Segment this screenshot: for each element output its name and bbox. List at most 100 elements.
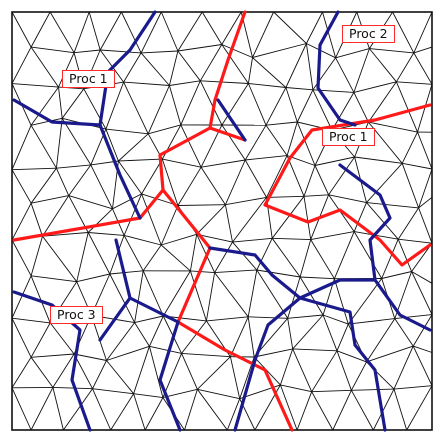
mesh-edge [11,387,32,431]
mesh-edge [413,11,433,54]
mesh-edge [90,164,113,209]
mesh-edge [335,48,370,59]
blue-boundary-k [298,278,377,300]
mesh-edge [225,196,267,206]
mesh-edge [180,80,201,126]
mesh-edge [160,11,179,52]
mesh-edge [181,320,207,354]
mesh-edge [55,168,70,196]
mesh-edge [181,352,231,358]
mesh-edge [303,196,312,240]
mesh-edge [200,80,249,84]
mesh-edge [369,48,414,54]
mesh-edge [328,156,355,196]
mesh-edge [31,117,63,126]
mesh-edge [109,235,125,275]
mesh-edge [285,43,307,88]
mesh-edge [30,357,54,388]
mesh-edge [413,46,433,54]
mesh-edge [412,345,433,386]
mesh-edge [351,388,395,391]
mesh-edge [162,388,198,399]
mesh-edge [310,231,355,241]
mesh-edge [418,207,433,244]
mesh-edge [271,196,305,239]
mesh-edge [199,44,223,82]
mesh-edge [229,316,249,357]
mesh-edge [221,11,242,45]
mesh-edge [61,118,92,166]
mesh-edge [105,128,119,162]
mesh-edge [296,121,316,166]
mesh-edge [303,194,329,197]
mesh-edge [252,43,307,58]
blue-boundary-l [98,296,132,342]
mesh-edge [335,57,355,93]
mesh-edge [169,80,201,86]
mesh-edge [351,361,367,391]
mesh-edge [396,52,415,83]
mesh-edge [199,80,223,126]
mesh-edge [336,350,352,391]
proc-1-label-right: Proc 1 [322,128,375,146]
mesh-edge [244,159,267,198]
mesh-edge [303,165,316,197]
mesh-edge [395,81,418,133]
mesh-edge [92,388,112,431]
mesh-edge [141,50,178,54]
mesh-edge [221,83,249,126]
mesh-edge [112,193,142,210]
mesh-edge [314,156,355,166]
mesh-edge [31,353,75,358]
mesh-edge [68,164,92,196]
mesh-edge [393,345,414,390]
mesh-edge [180,124,202,168]
mesh-edge [366,318,396,363]
mesh-edge [30,86,59,126]
mesh-edge [333,278,349,325]
mesh-edge [336,350,367,363]
mesh-edge [265,121,298,126]
mesh-edge [328,194,367,204]
mesh-edge [200,166,226,205]
mesh-edge [87,208,113,233]
mesh-edge [221,124,246,161]
mesh-edge [30,11,51,48]
mesh-edge [305,43,314,90]
mesh-edge [401,163,420,209]
mesh-edge [232,241,258,271]
mesh-edge [266,197,273,239]
mesh-edge [42,232,89,237]
blue-boundary-h [158,320,182,432]
mesh-edge [286,155,305,197]
mesh-edge [412,314,433,347]
mesh-edge [105,81,125,130]
mesh-edge [247,57,253,84]
mesh-edge [11,83,59,88]
mesh-edge [205,272,216,321]
blue-boundary-j [298,296,387,432]
mesh-edge [300,276,335,280]
mesh-edge [312,89,333,131]
mesh-edge [184,389,198,431]
mesh-edge [353,81,397,93]
mesh-edge [287,314,324,319]
mesh-edge [201,11,223,45]
mesh-edge [148,315,164,347]
mesh-edge [58,52,75,88]
proc-1-label: Proc 1 [62,70,115,88]
mesh-edge [196,233,233,243]
mesh-edge [411,271,433,284]
mesh-edge [177,44,222,52]
red-boundary-a [12,10,247,242]
mesh-edge [256,238,273,271]
mesh-edge [161,233,197,246]
mesh-edge [214,272,249,318]
mesh-edge [247,269,258,317]
mesh-edge [397,207,419,240]
mesh-edge [286,121,298,156]
mesh-edge [353,231,383,279]
mesh-edge [140,52,170,86]
mesh-edge [92,360,107,389]
